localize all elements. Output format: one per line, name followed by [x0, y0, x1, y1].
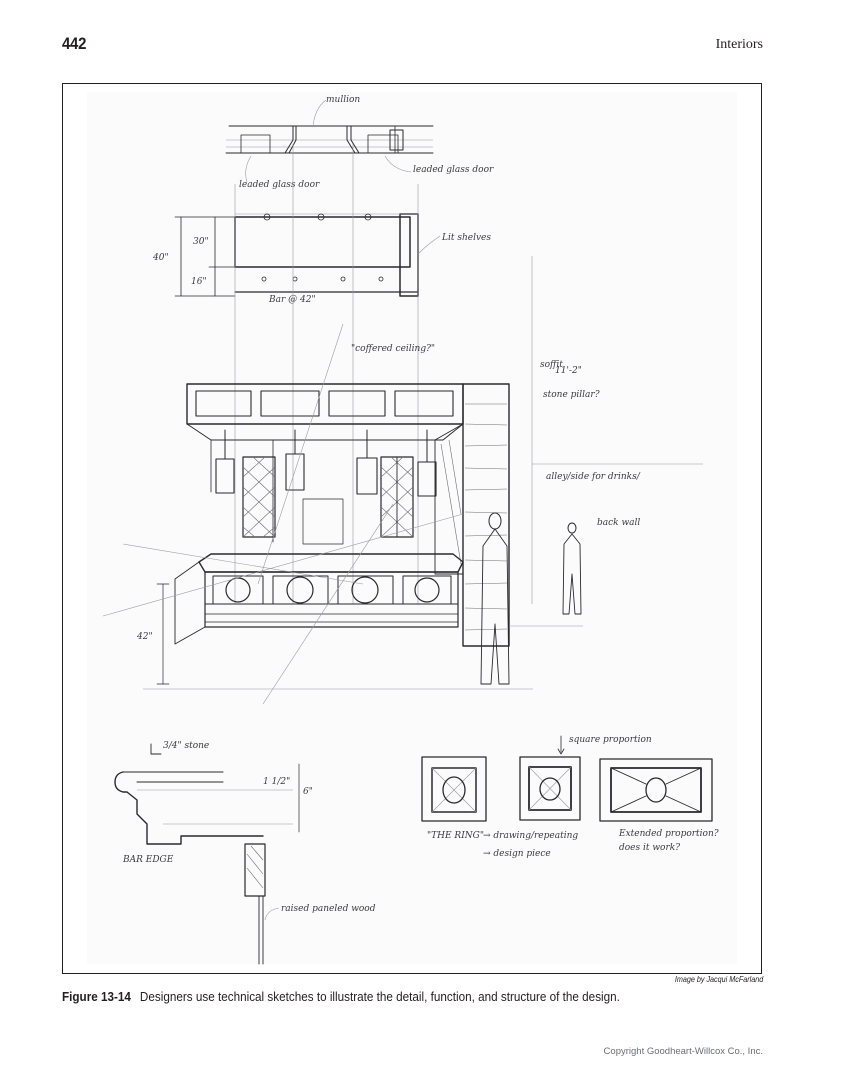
technical-sketch: leaded glass door leaded glass door mull… [102, 95, 719, 965]
label-soffit: soffit [540, 360, 563, 370]
bar-edge-section: 3/4" stone 1 1/2" 6" BAR EDGE raised pan… [114, 741, 376, 965]
figure-frame: leaded glass door leaded glass door mull… [62, 83, 762, 974]
label-bar-height: Bar @ 42" [268, 295, 316, 305]
copyright-notice: Copyright Goodheart-Willcox Co., Inc. [603, 1046, 763, 1057]
human-scale-figures [480, 512, 582, 685]
label-dim-total: 40" [152, 253, 169, 263]
label-dim-b: 6" [303, 787, 313, 797]
mullion-plan-detail: leaded glass door leaded glass door mull… [225, 95, 494, 190]
page-number: 442 [62, 34, 87, 53]
running-head: Interiors [715, 37, 763, 52]
label-coffered-ceiling: "coffered ceiling?" [351, 344, 435, 354]
panel-proportion-studies: square proportion "THE RING" → drawing/r… [421, 735, 719, 859]
label-dim-upper: 30" [193, 237, 209, 247]
label-leaded-glass-left: leaded glass door [239, 180, 320, 190]
figure-caption: Figure 13-14 Designers use technical sket… [62, 989, 620, 1004]
label-square-proportion: square proportion [569, 735, 652, 745]
figure-caption-text: Designers use technical sketches to illu… [139, 989, 620, 1004]
label-lit-shelves: Lit shelves [441, 233, 491, 243]
label-stone-top: 3/4" stone [163, 741, 209, 751]
label-alley-drinks: alley/side for drinks/ [546, 472, 641, 482]
label-extended-note-1: Extended proportion? [618, 829, 719, 839]
label-paneled-wood: raised paneled wood [281, 904, 376, 914]
label-ring-note-2: → design piece [483, 849, 551, 859]
label-mullion: mullion [326, 95, 360, 105]
label-ring-note-1: → drawing/repeating [483, 831, 578, 841]
label-bar-edge: BAR EDGE [122, 855, 174, 865]
label-dim-lower: 16" [191, 277, 207, 287]
bar-perspective-sketch: "coffered ceiling?" soffit 11'-2" stone … [102, 323, 703, 705]
image-credit: Image by Jacqui McFarland [674, 975, 763, 984]
sketch-paper [87, 92, 737, 964]
leaded-windows [242, 456, 414, 538]
label-bar-dim: 42" [136, 632, 153, 642]
figure-label: Figure 13-14 [62, 989, 131, 1004]
label-the-ring: "THE RING" [427, 831, 484, 841]
label-leaded-glass-right: leaded glass door [413, 165, 494, 175]
label-dim-a: 1 1/2" [263, 777, 290, 787]
label-extended-note-2: does it work? [619, 843, 680, 853]
label-ceiling-height: 11'-2" [555, 366, 582, 376]
label-stone-pillar: stone pillar? [543, 390, 600, 400]
bar-ring-panels [212, 575, 452, 605]
bar-plan-detail: 40" 30" 16" Bar @ 42" Lit shelves [152, 144, 533, 604]
pendant-lights [215, 429, 437, 497]
label-back-wall: back wall [597, 518, 640, 528]
